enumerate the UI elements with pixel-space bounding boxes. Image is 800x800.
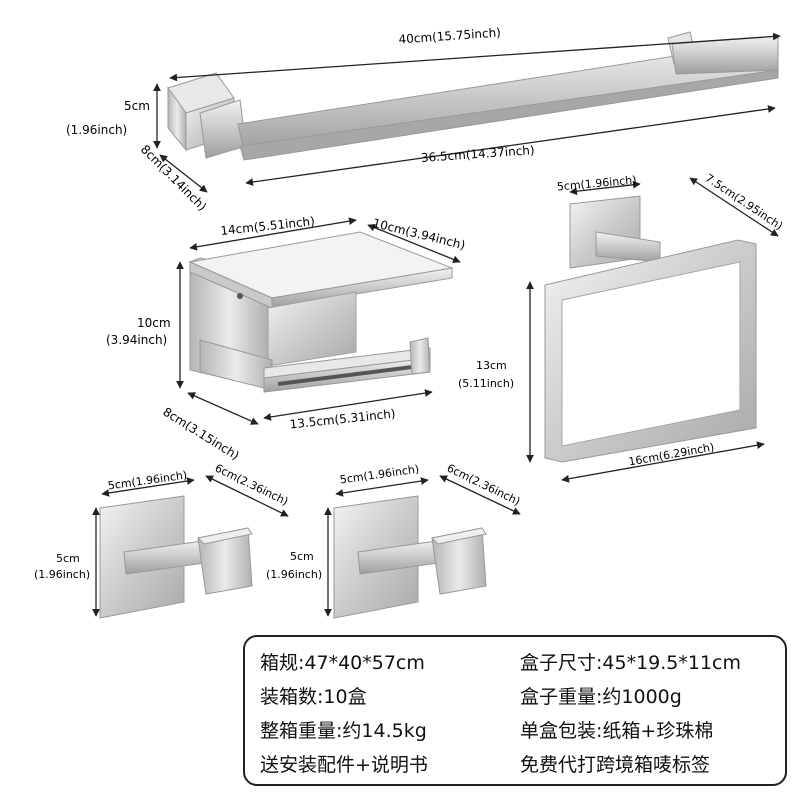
towel-ring-height-inch: (5.11inch) [458,377,514,390]
dimension-line [689,177,779,237]
accessories-note: 送安装配件+说明书 [260,754,428,776]
packaging-spec-box [243,635,787,786]
paper-holder-height-inch: (3.94inch) [106,333,167,347]
robe-hook-2-image: 5cm(1.96inch) 6cm(2.36inch) 5cm (1.96inc… [266,462,523,619]
hook-1-height-inch: (1.96inch) [34,568,90,581]
towel-ring-height-cm: 13cm [476,359,507,372]
towel-bar-height-cm: 5cm [124,99,150,113]
box-weight: 盒子重量:约1000g [520,686,682,708]
hook-2-depth: 6cm(2.36inch) [445,462,523,509]
carton-size: 箱规:47*40*57cm [260,652,425,674]
dimension-line [569,180,641,196]
box-size: 盒子尺寸:45*19.5*11cm [520,652,742,674]
paper-holder-height-cm: 10cm [137,316,171,330]
dimension-line [169,32,781,82]
dimension-line [561,441,765,483]
towel-ring-base-width: 5cm(1.96inch) [556,174,637,194]
dimension-line [189,217,357,251]
paper-holder-image: 14cm(5.51inch) 10cm(3.94inch) 10cm (3.94… [106,214,467,463]
dimension-line [439,475,521,515]
hook-2-height-inch: (1.96inch) [266,568,322,581]
towel-bar-height-inch: (1.96inch) [66,123,127,137]
towel-ring-projection: 7.5cm(2.95inch) [703,171,785,232]
hook-2-height-cm: 5cm [290,550,314,563]
dimension-line [101,477,195,497]
towel-bar-total-length: 40cm(15.75inch) [398,25,501,46]
dimension-line [335,477,429,497]
dimension-line [205,475,289,517]
towel-bar-image: 40cm(15.75inch) 36.5cm(14.37inch) 5cm (1… [66,25,781,214]
single-packaging: 单盒包装:纸箱+珍珠棉 [520,720,714,742]
towel-bar-inner-length: 36.5cm(14.37inch) [420,143,535,165]
dimension-line [263,389,433,421]
paper-holder-length: 13.5cm(5.31inch) [289,407,396,432]
carton-weight: 整箱重量:约14.5kg [260,720,427,742]
dimension-line [187,392,259,425]
hook-1-height-cm: 5cm [56,552,80,565]
dimension-line [159,154,208,193]
hook-1-width: 5cm(1.96inch) [107,469,188,493]
paper-holder-depth: 8cm(3.15inch) [160,405,241,463]
dimension-line [367,224,461,263]
dimension-line [245,105,776,186]
robe-hook-1-image: 5cm(1.96inch) 6cm(2.36inch) 5cm (1.96inc… [34,462,290,619]
labeling-service: 免费代打跨境箱唛标签 [520,754,711,776]
towel-ring-image: 5cm(1.96inch) 7.5cm(2.95inch) 13cm (5.11… [458,171,785,483]
towel-bar-depth: 8cm(3.14inch) [138,142,210,214]
boxes-per-carton: 装箱数:10盒 [260,686,367,708]
